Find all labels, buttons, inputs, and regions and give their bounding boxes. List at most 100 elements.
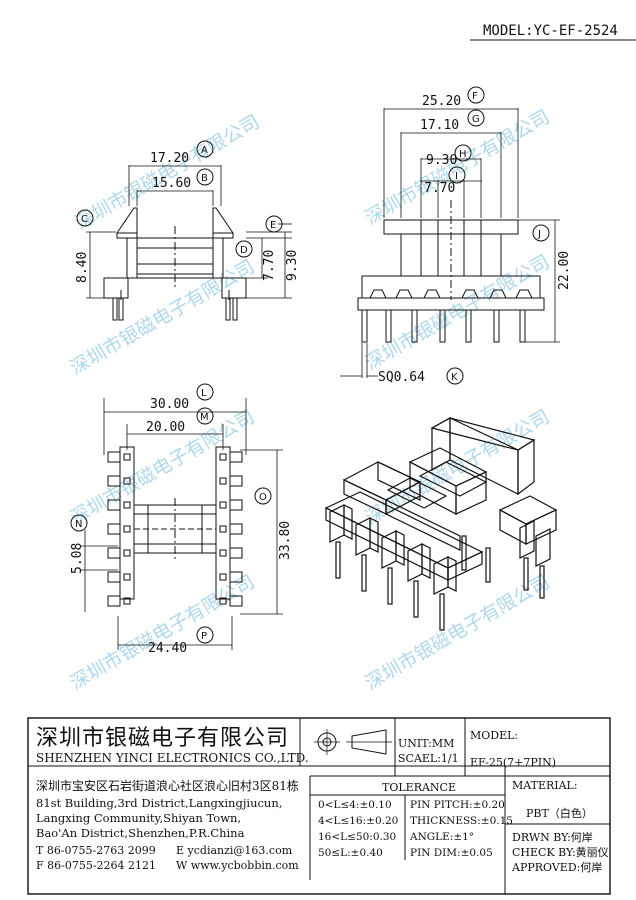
side-pin: [361, 309, 368, 343]
svg-text:J: J: [537, 229, 541, 240]
checked-by: CHECK BY:黄丽仪: [512, 846, 609, 859]
svg-text:F: F: [472, 91, 478, 102]
terminal-pad: [107, 595, 121, 607]
side-pin: [465, 309, 472, 343]
terminal-pad: [229, 595, 243, 607]
dim-g-tag: G: [467, 109, 485, 127]
side-view: [340, 108, 560, 378]
svg-text:I: I: [455, 171, 458, 182]
pin-square: [123, 501, 131, 509]
dim-p-tag: P: [196, 626, 214, 644]
iso-pin: [461, 535, 467, 571]
iso-pin: [387, 567, 393, 605]
dim-c-tag: C: [76, 209, 94, 227]
tolerance-title: TOLERANCE: [382, 781, 456, 794]
terminal-pad: [229, 475, 243, 487]
iso-pin: [335, 541, 341, 579]
dim-o-tag: O: [254, 487, 272, 505]
terminal-pad: [107, 475, 121, 487]
pin-square: [219, 525, 227, 533]
iso-tooth-side: [395, 530, 405, 566]
dim-c-value: 8.40: [75, 252, 90, 283]
pin-square: [219, 501, 227, 509]
company-name-en: SHENZHEN YINCI ELECTRONICS CO.,LTD.: [36, 751, 309, 765]
svg-text:D: D: [240, 245, 248, 256]
dim-l-value: 30.00: [150, 397, 189, 412]
dim-l-tag: L: [196, 383, 214, 401]
iso-pin: [523, 557, 529, 591]
svg-text:H: H: [459, 149, 467, 160]
material-value: PBT（白色）: [526, 807, 593, 820]
dim-a-tag: A: [196, 140, 214, 158]
svg-text:K: K: [451, 372, 458, 383]
dim-o-value: 33.80: [278, 521, 293, 560]
iso-tooth-side: [343, 504, 353, 540]
dim-a-value: 17.20: [150, 151, 189, 166]
side-pin: [385, 309, 392, 343]
pin-square: [123, 453, 131, 461]
terminal-pad: [107, 451, 121, 463]
side-pin: [493, 309, 500, 343]
pin-square: [219, 453, 227, 461]
dim-m-value: 20.00: [146, 420, 185, 435]
dim-d-tag: D: [235, 240, 253, 258]
address-en-3: Bao'An District,Shenzhen,P.R.China: [36, 826, 245, 840]
terminal-pad: [229, 571, 243, 583]
address-en-1: 81st Building,3rd District,Langxingjiucu…: [36, 796, 283, 810]
iso-pin: [413, 580, 419, 618]
spec-row-4: PIN DIM:±0.05: [410, 847, 493, 859]
dim-e-value: 9.30: [285, 250, 300, 281]
dim-p-value: 24.40: [148, 641, 187, 656]
approved-by: APPROVED:何岸: [512, 861, 603, 874]
tolerance-row-1: 0<L≤4:±0.10: [318, 799, 392, 811]
dim-i-tag: I: [448, 166, 466, 184]
address-en-2: Langxing Community,Shiyan Town,: [36, 811, 242, 825]
dim-d-value: 7.70: [262, 250, 277, 281]
dim-j-tag: J: [532, 224, 550, 242]
pin-square: [123, 573, 131, 581]
iso-pin: [485, 547, 491, 583]
tolerance-row-2: 4<L≤16:±0.20: [318, 815, 399, 827]
iso-pin: [539, 565, 545, 599]
dim-f-tag: F: [467, 86, 485, 104]
address-cn: 深圳市宝安区石岩街道浪心社区浪心旧村3区81栋: [36, 779, 299, 793]
terminal-pad: [107, 523, 121, 535]
pin-square: [123, 597, 131, 605]
iso-tooth: [535, 528, 551, 567]
pin-square: [123, 477, 131, 485]
terminal-pad: [229, 547, 243, 559]
dim-k-tag: K: [446, 367, 464, 385]
side-pin: [519, 309, 526, 343]
contact-web: W www.ycbobbin.com: [176, 859, 299, 872]
iso-tooth-side: [447, 556, 457, 592]
iso-tooth: [519, 520, 535, 559]
svg-text:M: M: [200, 412, 209, 423]
contact-email: E ycdianzi@163.com: [176, 844, 293, 857]
drawn-by: DRWN BY:何岸: [512, 831, 593, 844]
scale-label: SCAEL:1/1: [398, 752, 459, 765]
iso-pin: [439, 593, 445, 631]
pin-square: [219, 573, 227, 581]
dim-f-value: 25.20: [422, 94, 461, 109]
svg-text:C: C: [81, 214, 88, 225]
dim-g-value: 17.10: [420, 118, 459, 133]
dim-i-value: 7.70: [424, 181, 455, 196]
dim-n-tag: N: [70, 514, 88, 532]
spec-row-3: ANGLE:±1°: [410, 831, 475, 843]
dim-m-tag: M: [196, 407, 214, 425]
pin-square: [123, 525, 131, 533]
dim-k-value: SQ0.64: [378, 370, 425, 385]
side-pin: [411, 309, 418, 343]
dim-h-tag: H: [454, 144, 472, 162]
unit-label: UNIT:MM: [398, 737, 455, 750]
contact-tel: T 86-0755-2763 2099: [36, 844, 156, 857]
tolerance-row-3: 16<L≤50:0.30: [318, 831, 397, 843]
dim-j-value: 22.00: [557, 251, 572, 290]
terminal-pad: [107, 499, 121, 511]
isometric-view: [324, 416, 558, 631]
terminal-pad: [107, 547, 121, 559]
terminal-pad: [229, 451, 243, 463]
